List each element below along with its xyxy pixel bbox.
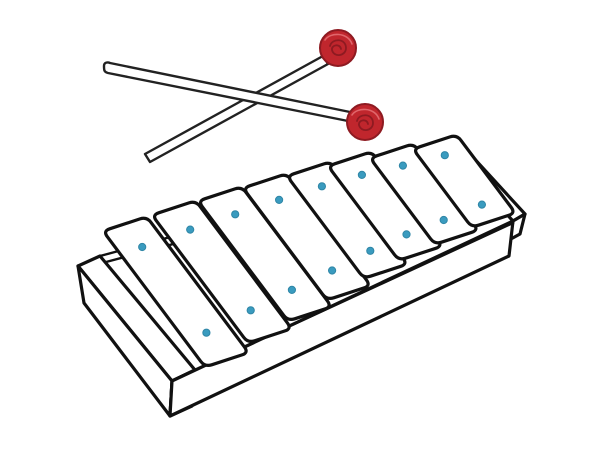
bar-nail [317,182,326,191]
bar-body [103,216,248,368]
bar-nail [440,151,449,160]
bar-nail [398,161,407,170]
bar-nail [357,170,366,179]
bar-nail [366,246,375,255]
xylophone-bar [243,173,370,301]
bar-body [152,200,291,344]
bar-nail [287,285,296,294]
bar-nail [439,215,448,225]
bar-nail [246,306,255,315]
bar-nail [138,242,147,252]
mallet-right [102,61,384,141]
mallet-left [143,29,357,164]
bar-nail [275,195,284,204]
xylophone-bar [103,216,248,368]
bar-nail [231,210,240,219]
mallets [102,29,384,164]
xylophone-bar [198,186,331,322]
bar-nail [477,200,486,209]
bar-body [243,173,370,301]
bar-body [198,186,331,322]
xylophone-bar [152,200,291,344]
mallet-head [319,29,357,67]
xylophone-bars [103,134,515,368]
mallet-head [346,103,384,141]
xylophone-bar [413,134,515,228]
bar-body [413,134,515,228]
bar-nail [328,266,337,275]
bar-nail [186,225,195,234]
bar-nail [202,328,211,337]
bar-nail [402,230,411,239]
